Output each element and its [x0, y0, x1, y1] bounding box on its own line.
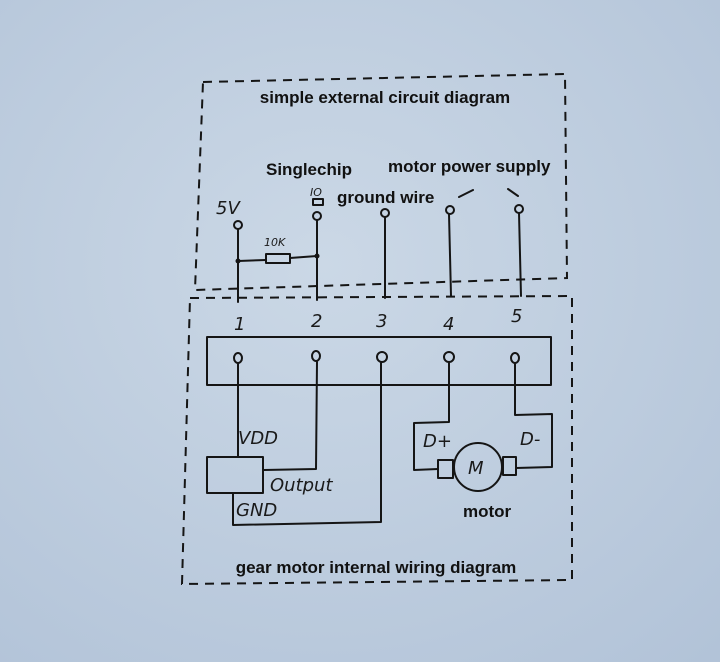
terminal-number-5: 5: [511, 306, 522, 327]
resistor-label: 10K: [264, 236, 286, 249]
5v-label: 5V: [216, 198, 241, 219]
output-label: Output: [270, 475, 333, 496]
motor-power-supply-label: motor power supply: [388, 157, 551, 176]
terminal-number-3: 3: [376, 311, 387, 332]
external-circuit-title: simple external circuit diagram: [260, 88, 510, 107]
d-minus-label: D-: [520, 429, 540, 450]
motor-wiring: [413, 362, 553, 492]
ground-wire-label: ground wire: [337, 188, 434, 207]
power-supply-pointers: [458, 188, 519, 198]
terminal-number-4: 4: [443, 314, 454, 335]
external-circuit-box: [193, 72, 569, 292]
vdd-label: VDD: [238, 428, 278, 449]
connector-block: [206, 336, 552, 386]
terminal-number-1: 1: [234, 314, 245, 335]
io-label: IO: [310, 186, 322, 199]
motor-symbol: M: [468, 458, 484, 479]
io-symbol: [312, 198, 324, 206]
external-terminals: [233, 204, 524, 303]
resistor-10k: [265, 253, 291, 264]
gnd-label: GND: [236, 500, 277, 521]
terminal-number-2: 2: [311, 311, 322, 332]
d-plus-label: D+: [423, 431, 452, 452]
motor-label: motor: [463, 502, 512, 521]
encoder-wiring: [206, 361, 382, 526]
motor-circle: [453, 442, 503, 492]
singlechip-label: Singlechip: [266, 160, 352, 179]
internal-wiring-title: gear motor internal wiring diagram: [236, 558, 517, 577]
encoder-chip: [206, 456, 264, 494]
